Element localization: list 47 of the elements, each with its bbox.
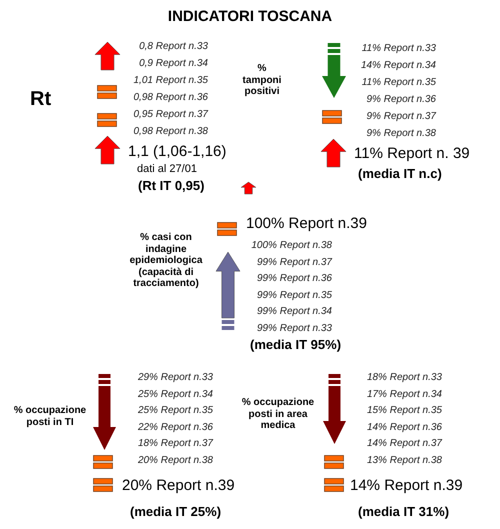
title: INDICATORI TOSCANA: [166, 8, 334, 26]
report-value: 99% Report n.34: [256, 306, 332, 318]
report-value: 18% Report n.37: [138, 438, 213, 450]
date-note: dati al 27/01: [137, 163, 197, 176]
report-value: 0,98 Report n.36: [134, 92, 208, 104]
report-value: 29% Report n.33: [138, 372, 213, 384]
indicator-name: % occupazione posti in TI: [12, 405, 88, 428]
current-value: 100% Report n.39: [246, 215, 367, 232]
current-value: 14% Report n.39: [350, 477, 463, 494]
national-value: (media IT 31%): [358, 505, 450, 520]
report-value: 17% Report n.34: [366, 388, 442, 400]
report-value: 0,98 Report n.38: [134, 126, 208, 138]
report-value: 0,9 Report n.34: [139, 58, 208, 70]
indicator-name: % occupazione posti in area medica: [240, 397, 316, 432]
report-value: 9% Report n.38: [366, 128, 436, 140]
current-value: 20% Report n.39: [122, 477, 235, 494]
report-value: 14% Report n.34: [360, 60, 436, 72]
indicator-name: % casi con indagine epidemiologica (capacità di tracciamento): [128, 232, 204, 290]
report-value: 9% Report n.36: [366, 94, 436, 106]
report-value: 18% Report n.33: [366, 372, 442, 384]
indicator-name: Rt: [30, 88, 52, 111]
report-value: 9% Report n.37: [366, 111, 436, 122]
report-value: 99% Report n.37: [256, 256, 332, 268]
current-value: 1,1 (1,06-1,16): [128, 143, 226, 160]
report-value: 14% Report n.37: [366, 438, 442, 450]
national-value: (Rt IT 0,95): [138, 179, 204, 194]
report-value: 22% Report n.36: [138, 422, 213, 433]
national-value: (media IT 25%): [130, 505, 222, 520]
indicator-name: % tamponi positivi: [242, 63, 282, 98]
report-value: 13% Report n.38: [366, 454, 442, 466]
report-value: 99% Report n.36: [256, 273, 332, 284]
report-value: 14% Report n.36: [366, 422, 442, 433]
report-value: 1,01 Report n.35: [134, 75, 208, 86]
report-value: 25% Report n.34: [138, 388, 213, 400]
report-value: 100% Report n.38: [251, 240, 332, 252]
report-value: 20% Report n.38: [138, 454, 213, 466]
report-value: 11% Report n.35: [362, 77, 436, 88]
report-value: 0,95 Report n.37: [134, 109, 208, 120]
report-value: 25% Report n.35: [138, 405, 213, 416]
report-value: 99% Report n.33: [256, 322, 332, 334]
national-value: (media IT n.c): [358, 167, 442, 182]
report-value: 99% Report n.35: [256, 290, 332, 301]
current-value: 11% Report n. 39: [354, 145, 470, 162]
report-value: 0,8 Report n.33: [139, 41, 208, 52]
report-value: 11% Report n.33: [362, 43, 436, 54]
national-value: (media IT 95%): [250, 338, 342, 353]
report-value: 15% Report n.35: [366, 405, 442, 416]
